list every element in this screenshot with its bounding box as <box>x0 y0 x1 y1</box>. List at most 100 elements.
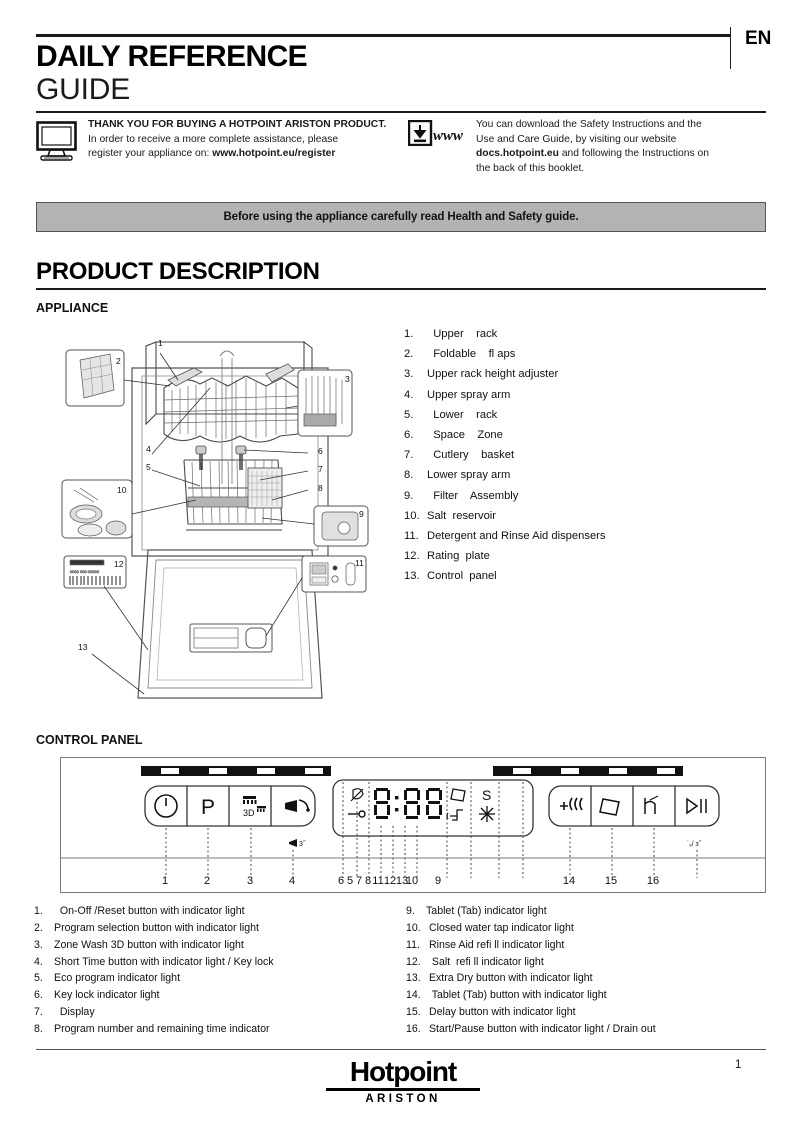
parts-item: 4.Upper spray arm <box>404 385 774 405</box>
svg-text:12: 12 <box>384 875 396 887</box>
parts-number: 5. <box>404 408 414 421</box>
thank-you-line3-prefix: register your appliance on: <box>88 148 213 160</box>
short-time-hint: 3˝ <box>289 839 306 848</box>
svg-text:1: 1 <box>158 338 163 348</box>
svg-text:8: 8 <box>318 483 323 493</box>
zone-wash-3d-icon: 3D <box>243 796 266 818</box>
svg-text:10: 10 <box>117 485 127 495</box>
legend-label: Delay button with indicator light <box>426 1006 576 1019</box>
svg-text:3: 3 <box>247 875 253 887</box>
parts-label: Upper rack height adjuster <box>427 368 559 381</box>
thank-you-line2: In order to receive a more complete assi… <box>88 133 339 145</box>
svg-text:14: 14 <box>563 875 575 887</box>
legend-item: 4.Short Time button with indicator light… <box>34 954 404 971</box>
parts-item: 12. Rating plate <box>404 546 774 566</box>
legend-item: 3.Zone Wash 3D button with indicator lig… <box>34 937 404 954</box>
svg-text:7: 7 <box>318 464 323 474</box>
parts-number: 3. <box>404 368 414 381</box>
page-title-line1: DAILY REFERENCE <box>36 40 308 73</box>
parts-label: Upper rack <box>427 328 498 340</box>
parts-number: 13. <box>404 570 420 583</box>
parts-label: Salt reservoir <box>427 509 497 522</box>
eco-leaf-icon <box>350 788 364 802</box>
appliance-diagram: 0000 000 00000 <box>60 328 410 718</box>
parts-item: 13.Control panel <box>404 566 774 586</box>
display-panel <box>332 779 534 837</box>
svg-text:2: 2 <box>116 356 121 366</box>
legend-label: Short Time button with indicator light /… <box>54 955 274 968</box>
legend-number: 15. <box>406 1006 421 1019</box>
legend-item: 9.Tablet (Tab) indicator light <box>406 903 786 920</box>
legend-number: 7. <box>34 1006 43 1019</box>
legend-label: Tablet (Tab) button with indicator light <box>426 989 607 1002</box>
safety-banner-text: Before using the appliance carefully rea… <box>223 211 579 223</box>
svg-text:8: 8 <box>365 875 371 887</box>
header-bottom-rule <box>36 111 766 113</box>
subsection-title-control-panel: CONTROL PANEL <box>36 733 143 747</box>
svg-text:13: 13 <box>78 642 88 652</box>
svg-text:3: 3 <box>345 374 350 384</box>
register-url: www.hotpoint.eu/register <box>212 148 336 160</box>
svg-text:S: S <box>482 787 491 803</box>
legend-label: On-Off /Reset button with indicator ligh… <box>54 905 245 917</box>
brand-underline <box>326 1088 480 1091</box>
legend-label: Key lock indicator light <box>54 989 160 1002</box>
svg-text:4: 4 <box>289 875 295 887</box>
legend-number: 9. <box>406 905 415 917</box>
short-time-icon <box>285 799 310 812</box>
language-divider <box>730 27 731 69</box>
control-panel-legend-left: 1. On-Off /Reset button with indicator l… <box>34 903 404 1038</box>
salt-refill-icon: S <box>482 787 491 803</box>
svg-text:4: 4 <box>146 444 151 454</box>
svg-text:5: 5 <box>146 462 151 472</box>
legend-label: Zone Wash 3D button with indicator light <box>54 938 244 951</box>
parts-label: Detergent and Rinse Aid dispensers <box>427 530 606 543</box>
delay-hour-icon <box>644 795 659 814</box>
legend-number: 5. <box>34 972 43 985</box>
language-code: EN <box>745 28 772 49</box>
tablet-tab-icon <box>450 788 466 802</box>
panel-bar-left <box>141 766 331 776</box>
legend-label: Display <box>54 1006 95 1019</box>
legend-number: 13. <box>406 972 421 985</box>
brand-subname: ARISTON <box>365 1093 441 1105</box>
footer-rule <box>36 1049 766 1050</box>
download-text: You can download the Safety Instructions… <box>476 118 776 176</box>
drain-hint: ˙ᵥ/ ɜ˝ <box>687 840 702 848</box>
legend-item: 2.Program selection button with indicato… <box>34 920 404 937</box>
brand-logo: Hotpoint ARISTON <box>318 1057 488 1105</box>
tablet-tab-button-icon <box>599 798 620 816</box>
parts-number: 9. <box>404 489 414 502</box>
legend-item: 8.Program number and remaining time indi… <box>34 1021 404 1038</box>
legend-number: 12. <box>406 955 421 968</box>
parts-label: Lower rack <box>427 408 498 421</box>
parts-label: Foldable fl aps <box>427 348 516 361</box>
svg-text:www: www <box>433 128 464 144</box>
parts-label: Lower spray arm <box>427 469 511 482</box>
svg-text:3˝: 3˝ <box>299 840 306 848</box>
svg-text:13: 13 <box>396 875 408 887</box>
download-line1: You can download the Safety Instructions… <box>476 119 702 130</box>
legend-label: Salt refi ll indicator light <box>426 955 544 968</box>
legend-label: Rinse Aid refi ll indicator light <box>426 938 565 951</box>
parts-label: Rating plate <box>427 550 490 563</box>
svg-text:10: 10 <box>406 875 418 887</box>
parts-number: 7. <box>404 449 414 462</box>
page-title-line2: GUIDE <box>36 73 131 106</box>
parts-item: 1. Upper rack <box>404 324 774 344</box>
legend-item: 1. On-Off /Reset button with indicator l… <box>34 903 404 920</box>
svg-text:15: 15 <box>605 875 617 887</box>
start-pause-icon <box>686 797 707 815</box>
parts-number: 12. <box>404 550 420 563</box>
legend-item: 12. Salt refi ll indicator light <box>406 954 786 971</box>
parts-number: 6. <box>404 429 414 442</box>
thank-you-text: THANK YOU FOR BUYING A HOTPOINT ARISTON … <box>88 118 398 162</box>
extra-dry-icon <box>560 797 583 811</box>
legend-label: Program number and remaining time indica… <box>54 1022 270 1035</box>
legend-item: 6.Key lock indicator light <box>34 987 404 1004</box>
program-p-icon: P <box>201 796 215 819</box>
download-line3-suffix: and following the Instructions on <box>558 148 709 160</box>
legend-label: Closed water tap indicator light <box>426 921 574 934</box>
svg-text:16: 16 <box>647 875 659 887</box>
